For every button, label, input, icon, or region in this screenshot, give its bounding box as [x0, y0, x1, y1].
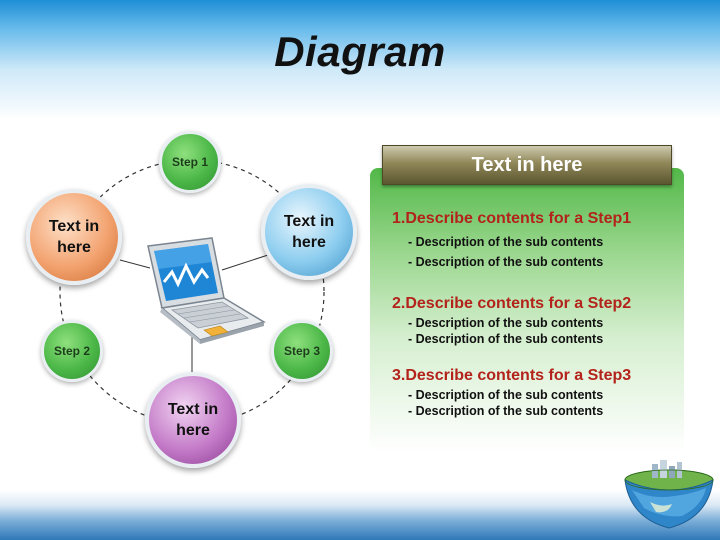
node-top-left-label: Text in here: [48, 218, 100, 256]
step-2-node[interactable]: Step 2: [41, 320, 103, 382]
laptop-icon: [147, 237, 266, 344]
step-3-label: Step 3: [283, 344, 320, 358]
step-1-label: Step 1: [171, 155, 208, 169]
node-bottom[interactable]: Text in here: [145, 372, 241, 468]
step-3-title: 3.Describe contents for a Step3: [392, 367, 632, 384]
step-3-sub-1: - Description of the sub contents: [408, 388, 604, 402]
step-1-sub-1: - Description of the sub contents: [408, 235, 604, 249]
step-2-sub-2: - Description of the sub contents: [408, 332, 604, 346]
dashed-ring: [59, 159, 325, 425]
step-1-node[interactable]: Step 1: [159, 131, 221, 193]
step-1-title: 1.Describe contents for a Step1: [392, 210, 632, 227]
node-top-right[interactable]: Text in here: [261, 184, 357, 280]
step-1-sub-2: - Description of the sub contents: [408, 255, 604, 269]
panel-header-label: Text in here: [471, 153, 583, 176]
node-bottom-label: Text in here: [167, 401, 219, 439]
step-2-sub-1: - Description of the sub contents: [408, 316, 604, 330]
step-3-sub-2: - Description of the sub contents: [408, 404, 604, 418]
node-top-left[interactable]: Text in here: [26, 189, 122, 285]
page-title: Diagram: [274, 28, 446, 75]
step-2-label: Step 2: [53, 344, 90, 358]
link-left: [119, 259, 151, 269]
link-right: [221, 254, 269, 271]
cycle-diagram: Step 1 Step 2 Step 3 Text in here Text i…: [0, 0, 370, 490]
step-3-node[interactable]: Step 3: [271, 320, 333, 382]
panel-header: Text in here: [382, 145, 672, 185]
node-top-right-label: Text in here: [283, 213, 335, 251]
steps-panel: [370, 168, 684, 453]
step-2-title: 2.Describe contents for a Step2: [392, 295, 632, 312]
globe-icon: [624, 460, 714, 529]
